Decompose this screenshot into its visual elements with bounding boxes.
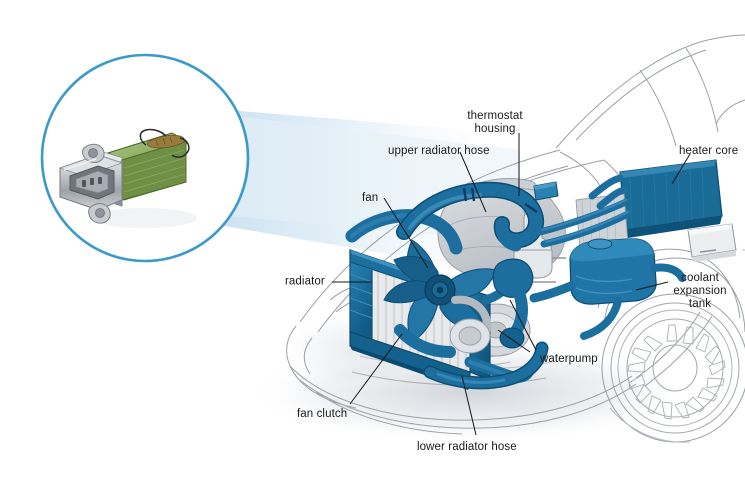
heater-hose-lines — [536, 174, 632, 248]
label-waterpump: waterpump — [540, 353, 598, 365]
blower-motor-resistor-component — [58, 128, 197, 228]
leader-fan — [383, 197, 429, 269]
leader-upper-radiator-hose — [459, 151, 487, 213]
heater-valve — [533, 181, 559, 201]
leader-waterpump-2 — [497, 329, 531, 353]
coolant-expansion-tank-part — [529, 238, 686, 340]
label-heater-core: heater core — [679, 145, 739, 157]
lower-radiator-hose-part — [423, 341, 549, 390]
label-radiator: radiator — [285, 275, 325, 288]
leader-lower-radiator-hose — [461, 375, 477, 436]
front-wheel — [601, 293, 745, 443]
label-lower-radiator-hose: lower radiator hose — [417, 441, 517, 453]
label-upper-radiator-hose: upper radiator hose — [388, 145, 490, 157]
label-fan: fan — [362, 192, 379, 204]
leader-lines — [332, 133, 691, 436]
label-fan-clutch: fan clutch — [297, 408, 348, 420]
waterpump-part — [492, 258, 534, 349]
upper-radiator-hose-part — [396, 181, 545, 252]
fan-blades — [383, 239, 497, 343]
leader-fan-clutch — [349, 333, 403, 405]
leader-waterpump — [509, 299, 537, 351]
heater-hose-highlights — [540, 198, 630, 244]
leader-heater-core — [671, 153, 691, 185]
leader-coolant-expansion-tank — [635, 281, 669, 291]
